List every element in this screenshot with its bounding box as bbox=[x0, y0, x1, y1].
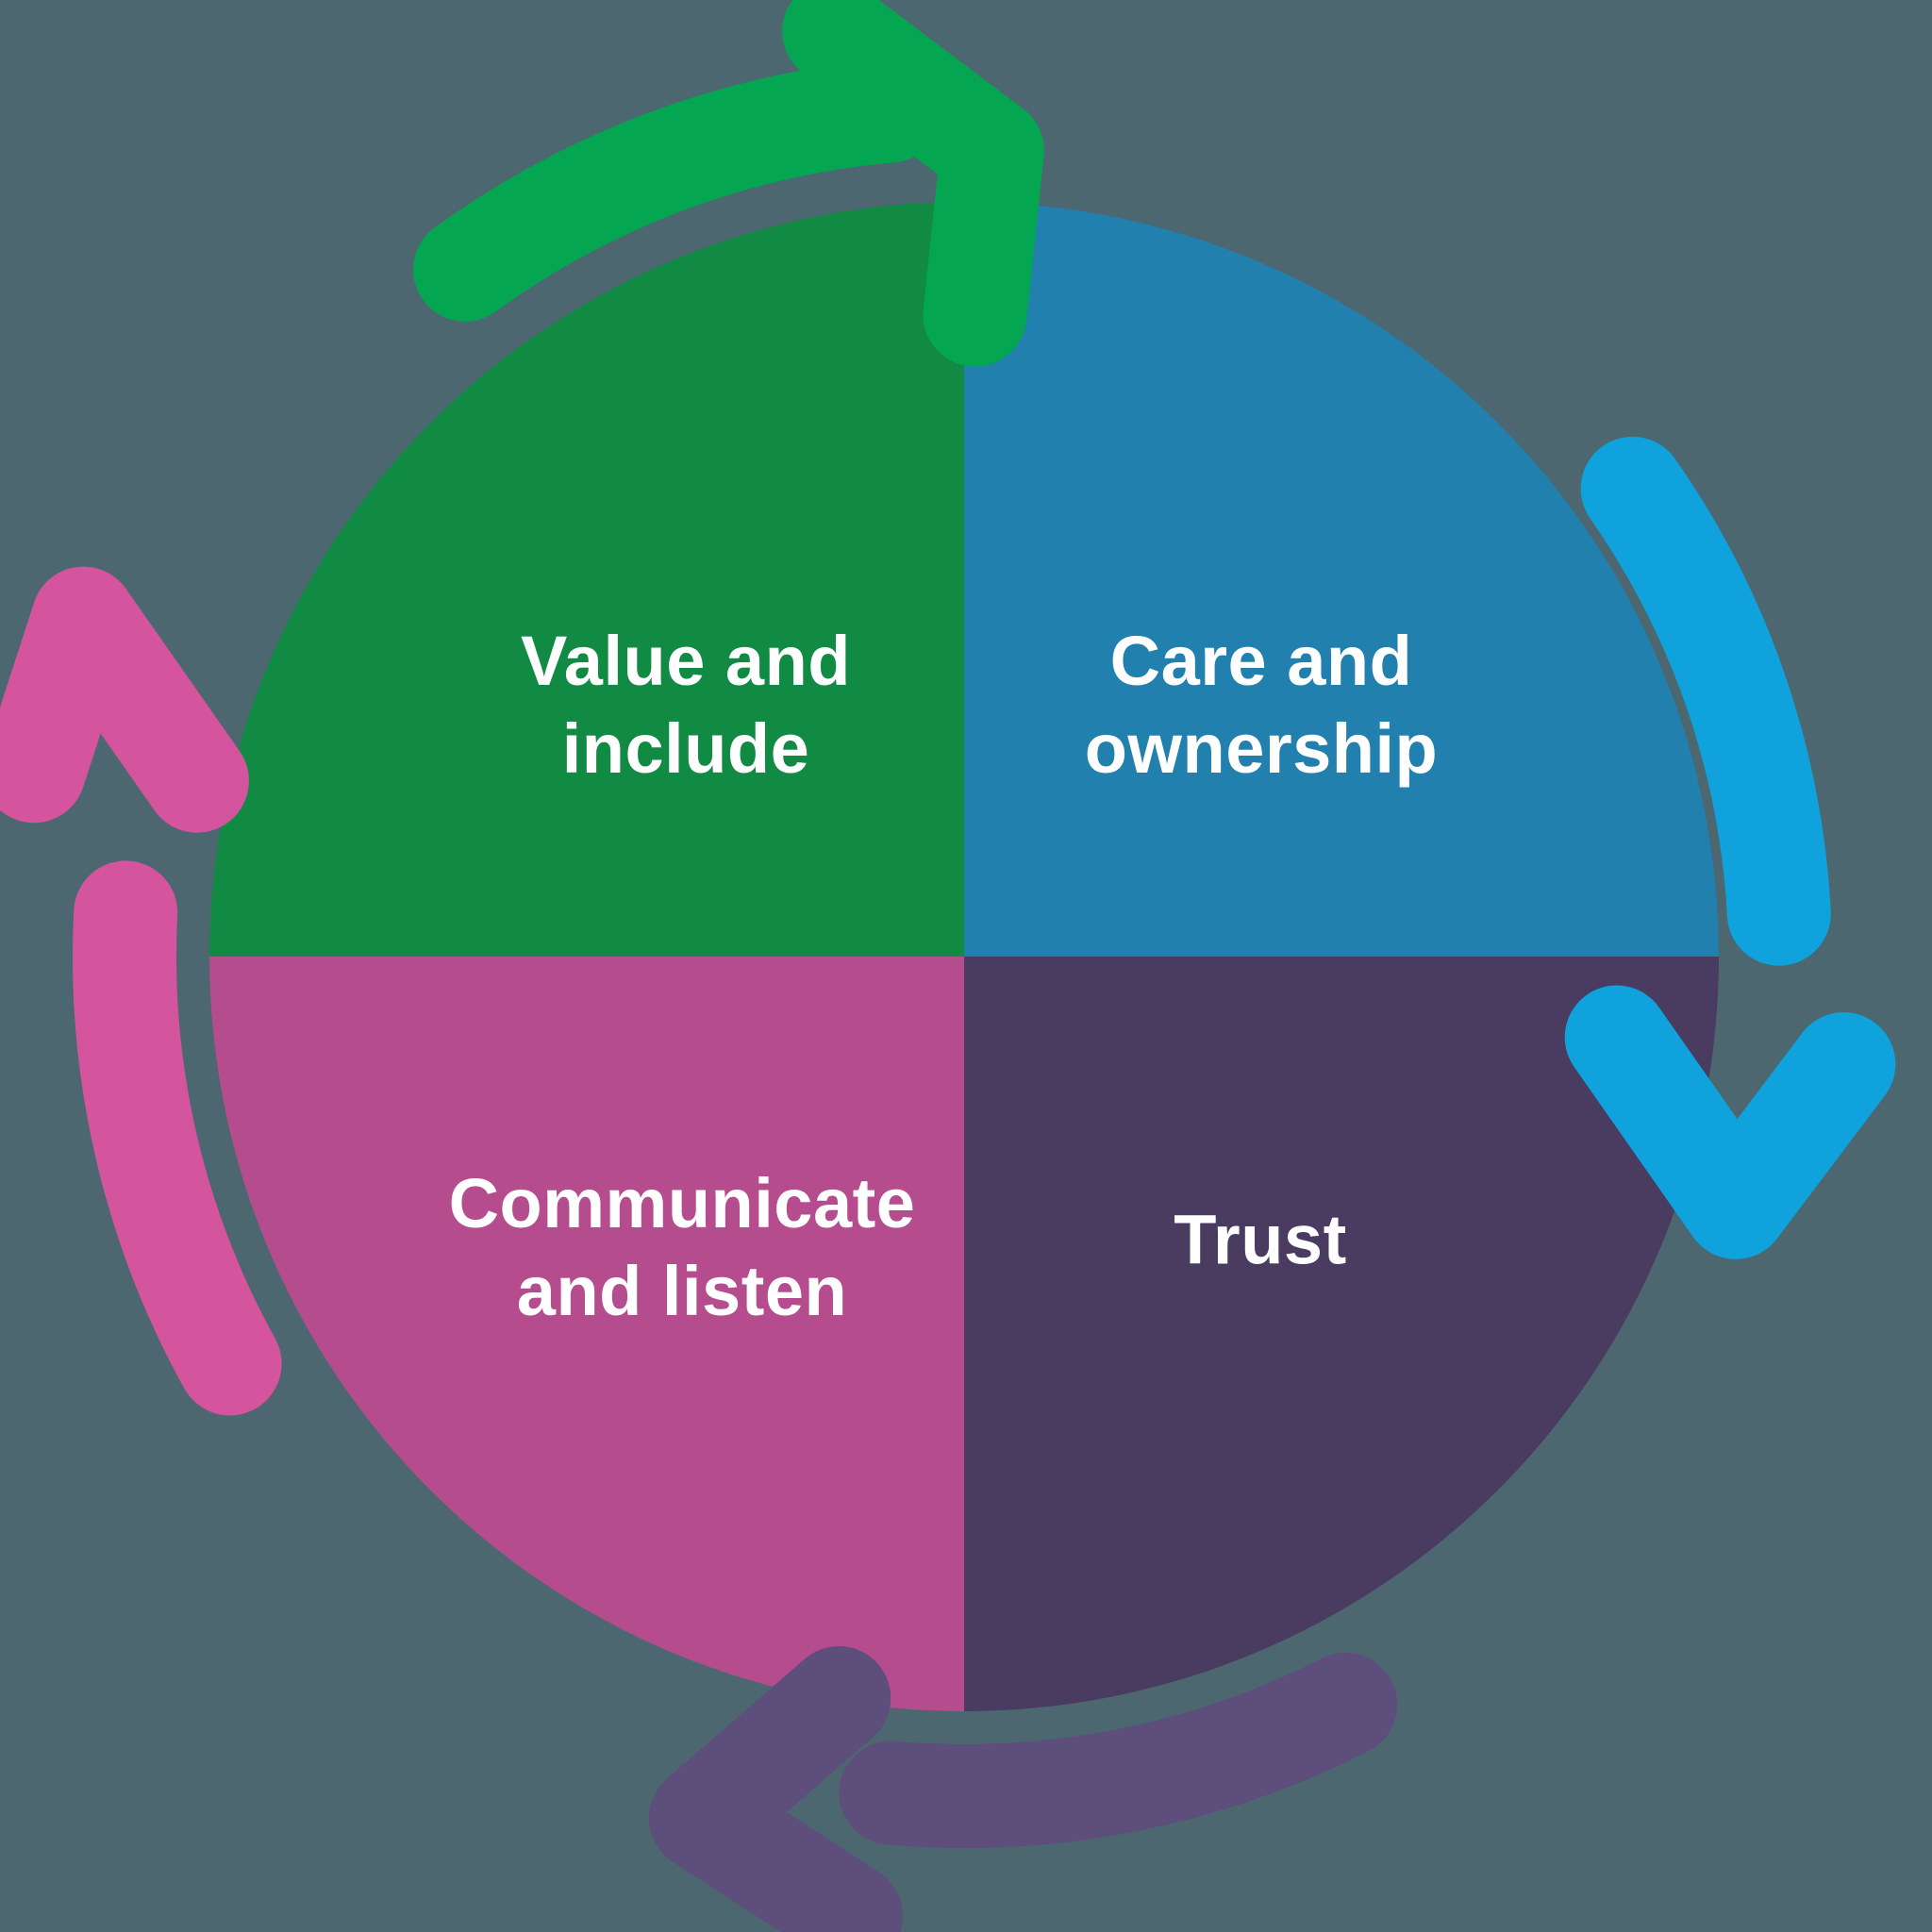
cycle-arrow-top-icon bbox=[413, 0, 1044, 367]
quadrant-care-ownership bbox=[964, 202, 1719, 957]
arrow-head bbox=[648, 1646, 904, 1932]
cycle-arrow-right-icon bbox=[1564, 436, 1896, 1259]
label-line: Care and bbox=[1109, 622, 1413, 700]
arrow-shaft bbox=[72, 860, 282, 1416]
label-line: Communicate bbox=[448, 1164, 916, 1242]
arrow-head bbox=[0, 566, 249, 833]
label-line: include bbox=[561, 709, 810, 788]
label-line: ownership bbox=[1084, 709, 1439, 788]
arrow-head bbox=[1564, 985, 1896, 1259]
arrow-shaft bbox=[413, 58, 942, 322]
quadrant-label-care-ownership: Care and ownership bbox=[1085, 617, 1439, 792]
label-line: and listen bbox=[516, 1252, 848, 1330]
quadrant-label-communicate-listen: Communicate and listen bbox=[449, 1159, 916, 1335]
quadrant-trust bbox=[964, 957, 1719, 1711]
arrow-shaft bbox=[1580, 436, 1831, 966]
quadrant-label-value-include: Value and include bbox=[521, 617, 851, 792]
label-line: Value and bbox=[521, 622, 851, 700]
quadrant-communicate-listen bbox=[209, 957, 964, 1711]
arrow-shaft bbox=[839, 1653, 1398, 1848]
cycle-arrow-left-icon bbox=[0, 566, 282, 1416]
arrow-head bbox=[782, 0, 1044, 367]
quadrant-value-include bbox=[209, 202, 964, 957]
cycle-arrow-bottom-icon bbox=[648, 1646, 1398, 1932]
quadrant-label-trust: Trust bbox=[1174, 1196, 1346, 1284]
label-line: Trust bbox=[1174, 1200, 1347, 1279]
